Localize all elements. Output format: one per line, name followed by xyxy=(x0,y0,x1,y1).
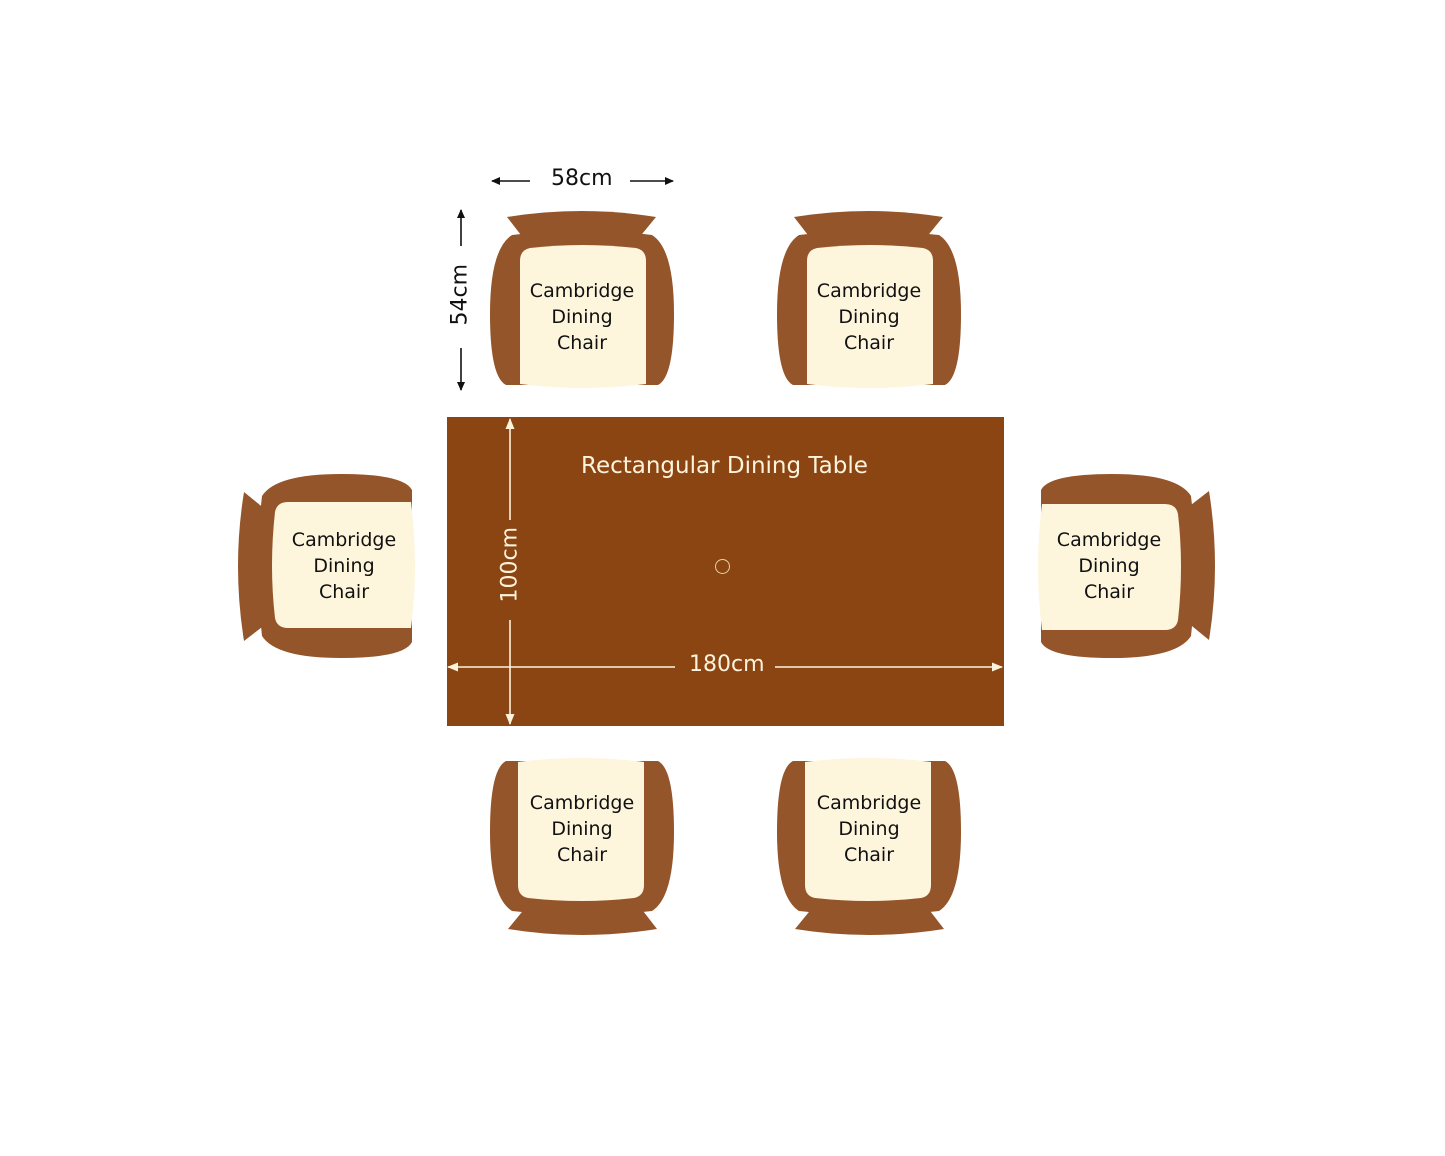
chair-width-label: 58cm xyxy=(551,166,613,191)
chair-icon xyxy=(490,758,674,935)
table-title: Rectangular Dining Table xyxy=(581,453,868,479)
dining-table: Rectangular Dining Table xyxy=(447,417,1004,726)
chair-icon xyxy=(238,474,415,658)
chair-icon xyxy=(490,211,674,388)
chair-right: Cambridge Dining Chair xyxy=(1035,474,1217,658)
chair-top-right: Cambridge Dining Chair xyxy=(777,209,961,391)
chair-icon xyxy=(1038,474,1215,658)
chair-bottom-left: Cambridge Dining Chair xyxy=(490,755,674,937)
table-length-label: 180cm xyxy=(689,652,765,677)
chair-bottom-right: Cambridge Dining Chair xyxy=(777,755,961,937)
table-center-marker-icon xyxy=(715,559,730,574)
chair-icon xyxy=(777,758,961,935)
chair-label: Cambridge Dining Chair xyxy=(529,792,635,866)
chair-left: Cambridge Dining Chair xyxy=(236,474,418,658)
chair-depth-label: 54cm xyxy=(447,263,473,326)
chair-icon xyxy=(777,211,961,388)
table-width-label: 100cm xyxy=(497,526,523,603)
chair-label: Cambridge Dining Chair xyxy=(291,529,397,603)
chair-label: Cambridge Dining Chair xyxy=(816,280,922,354)
chair-top-left: Cambridge Dining Chair xyxy=(490,209,674,391)
chair-label: Cambridge Dining Chair xyxy=(816,792,922,866)
chair-label: Cambridge Dining Chair xyxy=(1056,529,1162,603)
chair-label: Cambridge Dining Chair xyxy=(529,280,635,354)
